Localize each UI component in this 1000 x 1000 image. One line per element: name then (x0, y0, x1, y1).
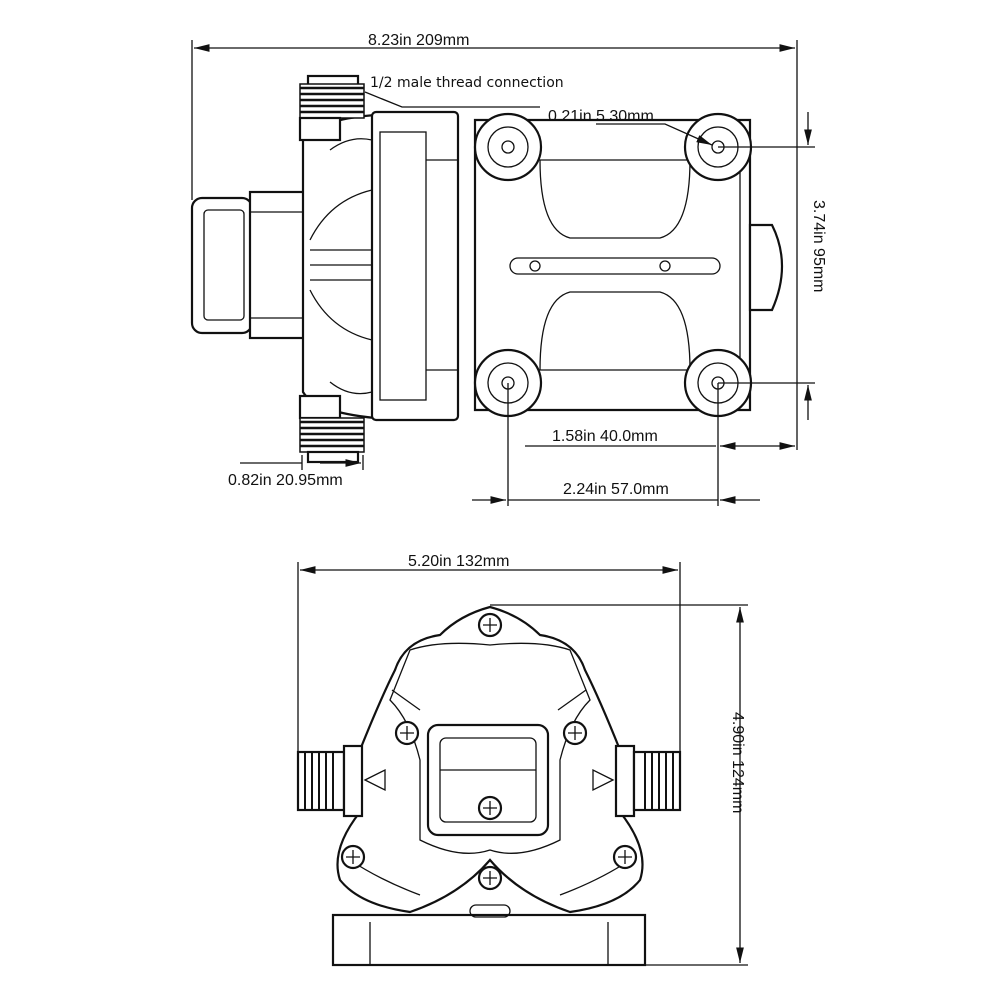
front-view: 5.20in 132mm 4.90in 124mm (296, 553, 748, 967)
screw-icon (477, 795, 503, 821)
bottom-thread-fitting (298, 394, 365, 464)
fitting-width-label: 0.82in 20.95mm (228, 472, 343, 489)
mounting-plate (473, 118, 784, 412)
fitting-width-dimension: 0.82in 20.95mm (228, 455, 364, 489)
pump-body-front (331, 605, 647, 967)
motor-end-cap (190, 190, 307, 340)
hole-spacing-short-label: 1.58in 40.0mm (552, 428, 658, 445)
hole-diameter-label: 0.21in 5.30mm (548, 108, 654, 125)
screw-icon (477, 865, 503, 891)
pump-flange (370, 110, 460, 422)
overall-length-dimension: 8.23in 209mm (191, 32, 798, 450)
width-label: 5.20in 132mm (408, 553, 509, 570)
hole-spacing-short-dimension: 1.58in 40.0mm (507, 383, 795, 506)
thread-note-label: 1/2 male thread connection (370, 75, 564, 91)
right-thread-fitting (614, 744, 682, 818)
top-thread-fitting (298, 74, 365, 142)
height-dimension: 4.90in 124mm (490, 604, 748, 966)
screws (340, 612, 638, 891)
height-label: 4.90in 124mm (729, 712, 746, 813)
top-view: 8.23in 209mm (190, 32, 827, 506)
screw-icon (394, 720, 420, 746)
hole-diameter-dimension: 0.21in 5.30mm (548, 108, 713, 146)
mounting-hole-icon (473, 112, 543, 182)
thread-note: 1/2 male thread connection (364, 75, 564, 108)
screw-icon (612, 844, 638, 870)
left-thread-fitting (296, 744, 364, 818)
pump-head-dome (301, 113, 377, 420)
width-dimension: 5.20in 132mm (297, 553, 681, 760)
screw-icon (477, 612, 503, 638)
mount-height-label: 3.74in 95mm (810, 200, 827, 293)
hole-spacing-long-label: 2.24in 57.0mm (563, 481, 669, 498)
screw-icon (562, 720, 588, 746)
mount-height-dimension: 3.74in 95mm (718, 112, 827, 420)
screw-icon (340, 844, 366, 870)
overall-length-label: 8.23in 209mm (368, 32, 469, 49)
hole-spacing-long-dimension: 2.24in 57.0mm (472, 481, 760, 504)
